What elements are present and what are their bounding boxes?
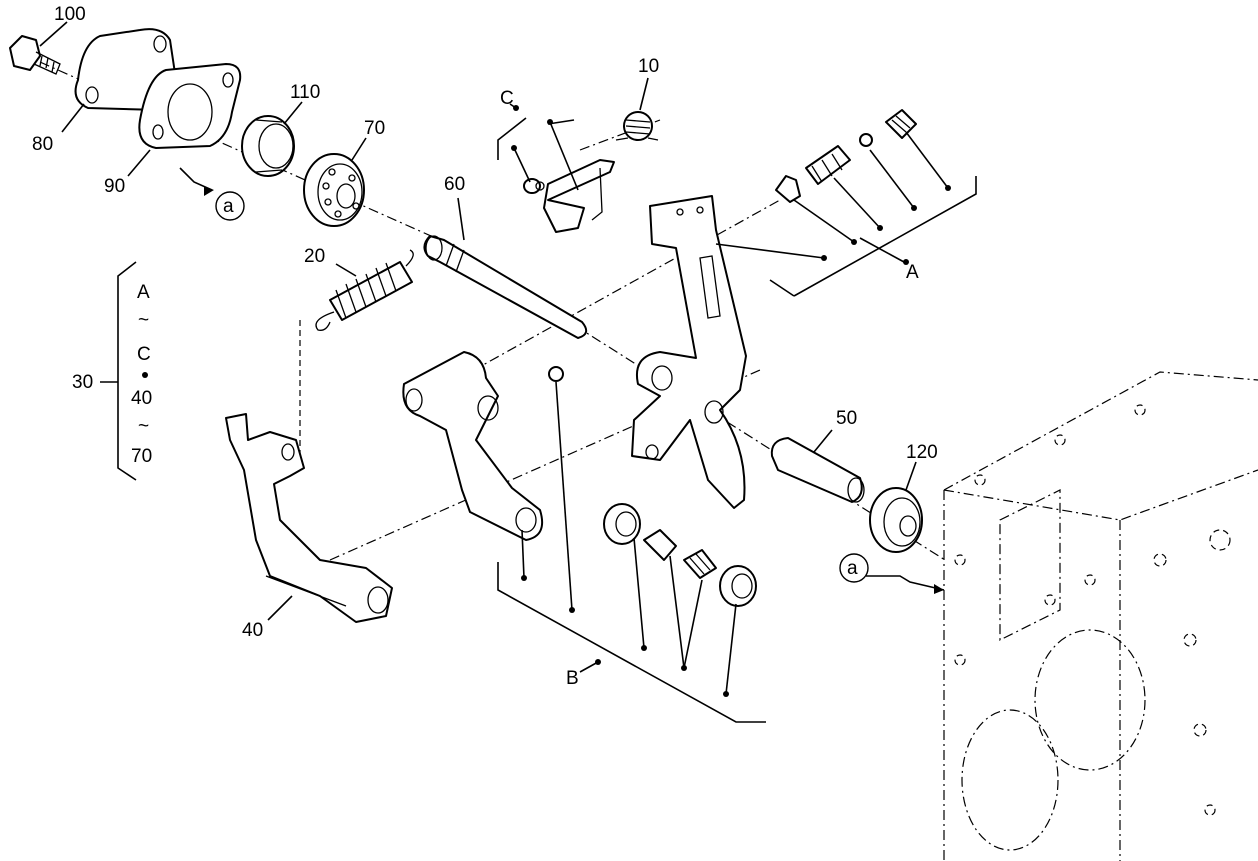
legend-end: 70 bbox=[131, 446, 152, 467]
label-70: 70 bbox=[364, 118, 385, 139]
group-b-parts bbox=[548, 366, 757, 607]
group-a-parts bbox=[775, 109, 917, 203]
seal-110 bbox=[241, 115, 295, 177]
bolt-100 bbox=[9, 35, 61, 75]
callout-a-top: a bbox=[215, 191, 245, 221]
spring-20 bbox=[315, 249, 414, 331]
legend-bracket bbox=[100, 261, 137, 481]
group-label-c: C bbox=[500, 88, 514, 109]
bearing-70 bbox=[303, 153, 365, 227]
leader-dots bbox=[142, 105, 951, 697]
label-50: 50 bbox=[836, 408, 857, 429]
lever-middle bbox=[402, 351, 544, 541]
label-120: 120 bbox=[906, 442, 938, 463]
arrow-right bbox=[934, 584, 944, 594]
spring-10 bbox=[615, 111, 659, 141]
legend-tilde-1: ~ bbox=[138, 310, 149, 331]
label-90: 90 bbox=[104, 176, 125, 197]
legend-item: 40 bbox=[131, 388, 152, 409]
legend-start: A bbox=[137, 282, 150, 303]
gasket-90 bbox=[138, 63, 242, 149]
legend-30: A ~ C 40 ~ 70 bbox=[131, 282, 152, 467]
label-10: 10 bbox=[638, 56, 659, 77]
bracket-a bbox=[769, 176, 977, 297]
group-c-parts bbox=[523, 159, 615, 233]
shaft-60 bbox=[423, 235, 588, 339]
label-20: 20 bbox=[304, 246, 325, 267]
leader-lines bbox=[39, 21, 949, 695]
label-60: 60 bbox=[444, 174, 465, 195]
group-label-b: B bbox=[566, 668, 579, 689]
label-80: 80 bbox=[32, 134, 53, 155]
lever-40 bbox=[225, 413, 393, 623]
lever-right bbox=[631, 195, 747, 509]
callout-a-right: a bbox=[839, 553, 869, 583]
label-110: 110 bbox=[290, 82, 320, 103]
label-100: 100 bbox=[54, 4, 86, 25]
legend-mid: C bbox=[137, 344, 151, 365]
arrow-top bbox=[204, 186, 214, 196]
svg-text:a: a bbox=[223, 196, 234, 217]
svg-text:a: a bbox=[847, 558, 858, 579]
label-40: 40 bbox=[242, 620, 263, 641]
label-30: 30 bbox=[72, 372, 93, 393]
legend-tilde-2: ~ bbox=[138, 416, 149, 437]
bearing-120 bbox=[869, 487, 923, 553]
sleeve-50 bbox=[770, 437, 865, 503]
engine-block bbox=[943, 371, 1258, 861]
bracket-b bbox=[497, 562, 766, 723]
group-label-a: A bbox=[906, 262, 919, 283]
